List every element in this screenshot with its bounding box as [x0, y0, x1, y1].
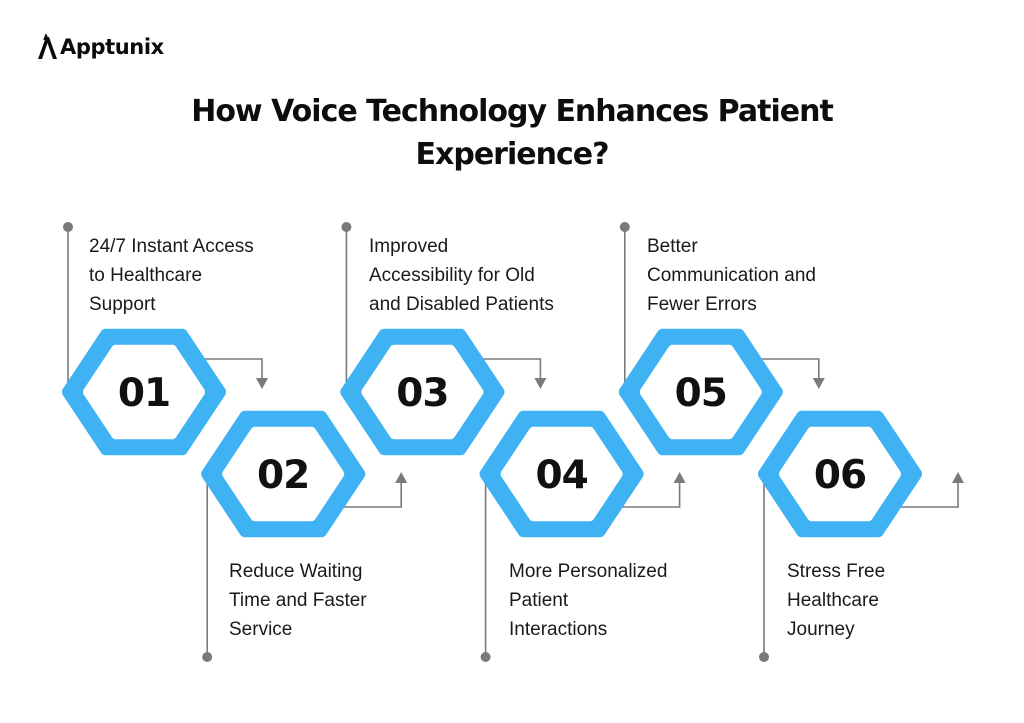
- step-05-line-1: Better: [647, 236, 698, 257]
- step-02-line-1: Reduce Waiting: [229, 561, 363, 582]
- step-03-connector: [480, 358, 542, 382]
- step-05-label: Better Communication and Fewer Errors: [647, 232, 857, 319]
- brand-name: Apptunix: [60, 35, 164, 59]
- step-05-hexagon-inner: [639, 344, 762, 440]
- step-02-line-2: Time and Faster: [229, 590, 367, 611]
- step-05-dot: [619, 222, 630, 232]
- step-05-arrow-head: [812, 378, 825, 389]
- step-03-label: Improved Accessibility for Old and Disab…: [369, 232, 579, 319]
- step-02-dot: [202, 652, 213, 662]
- step-06-number: 06: [814, 453, 866, 498]
- step-04-number: 04: [535, 453, 587, 498]
- brand-logo: Apptunix: [36, 30, 164, 64]
- step-04-hexagon-inner: [500, 426, 623, 522]
- step-03-number: 03: [396, 371, 448, 416]
- step-04-connector: [619, 479, 681, 508]
- step-06-connector: [898, 479, 959, 508]
- step-03-line-2: Accessibility for Old: [369, 265, 535, 286]
- step-02-label: Reduce Waiting Time and Faster Service: [229, 557, 439, 644]
- step-05-line-3: Fewer Errors: [647, 294, 757, 315]
- step-02-connector: [341, 479, 402, 508]
- step-04-line-2: Patient: [509, 590, 569, 611]
- step-05-number: 05: [675, 371, 727, 416]
- step-04-label: More Personalized Patient Interactions: [509, 557, 719, 644]
- step-01-connector: [202, 358, 263, 382]
- title-line-1: How Voice Technology Enhances Patient: [191, 94, 834, 129]
- step-03-line-3: and Disabled Patients: [369, 294, 554, 315]
- step-04-arrow-head: [673, 472, 686, 483]
- step-06-hexagon-inner: [779, 426, 901, 522]
- step-05-connector: [758, 358, 820, 382]
- step-01-arrow-head: [256, 378, 268, 389]
- title-line-2: Experience?: [415, 137, 610, 172]
- step-06-line-2: Healthcare: [787, 590, 879, 611]
- step-02-arrow-head: [395, 472, 408, 483]
- step-06-arrow-head: [952, 472, 964, 483]
- step-01-dot: [63, 222, 73, 232]
- step-01-line-2: to Healthcare: [89, 265, 203, 286]
- step-06-dot: [759, 652, 769, 662]
- step-01-label: 24/7 Instant Access to Healthcare Suppor…: [89, 232, 299, 319]
- step-03-arrow-head: [534, 378, 547, 389]
- page-title: How Voice Technology Enhances Patient Ex…: [0, 90, 1024, 176]
- step-03-hexagon-inner: [361, 344, 484, 440]
- step-06-line-1: Stress Free: [787, 561, 886, 582]
- step-04-line-3: Interactions: [509, 619, 608, 640]
- step-01-number: 01: [118, 371, 170, 416]
- step-02-number: 02: [257, 453, 309, 498]
- step-06-line-3: Journey: [787, 619, 855, 640]
- step-05-line-2: Communication and: [647, 265, 816, 286]
- step-01-line-1: 24/7 Instant Access: [89, 236, 254, 257]
- step-01-hexagon-inner: [83, 344, 205, 440]
- step-02-hexagon-inner: [222, 426, 345, 522]
- step-04-dot: [480, 652, 491, 662]
- step-02-line-3: Service: [229, 619, 293, 640]
- step-04-line-1: More Personalized: [509, 561, 668, 582]
- step-01-line-3: Support: [89, 294, 156, 315]
- step-03-dot: [341, 222, 352, 232]
- step-03-line-1: Improved: [369, 236, 449, 257]
- apptunix-logo-icon: [38, 34, 57, 59]
- step-06-label: Stress Free Healthcare Journey: [787, 557, 997, 644]
